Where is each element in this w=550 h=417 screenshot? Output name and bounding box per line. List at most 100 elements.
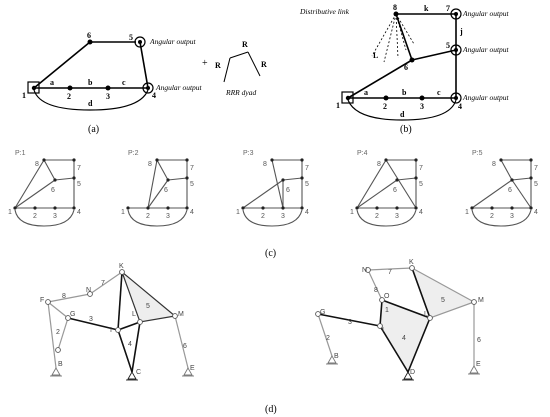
node-5 xyxy=(138,40,142,44)
node-3 xyxy=(105,85,111,91)
label-1: 1 xyxy=(350,209,354,216)
variant-p4: P:4 1 2 3 4 5 6 xyxy=(350,150,423,227)
label-4: 4 xyxy=(534,209,538,216)
link-3 xyxy=(317,313,381,327)
label-7: 7 xyxy=(534,165,538,172)
label-4: 4 xyxy=(77,209,81,216)
node-1 xyxy=(345,95,351,101)
variant-title: P:5 xyxy=(472,150,483,157)
label-link-4: 4 xyxy=(402,335,406,342)
label-8: 8 xyxy=(263,161,267,168)
link-K-L xyxy=(411,267,431,319)
label-1: 1 xyxy=(121,209,125,216)
label-L: L xyxy=(424,311,428,318)
label-2: 2 xyxy=(33,213,37,220)
label-7: 7 xyxy=(419,165,423,172)
label-6: 6 xyxy=(508,187,512,194)
link-6-5 xyxy=(411,49,457,61)
label-D: D xyxy=(410,369,415,376)
label-G: G xyxy=(70,311,75,318)
link-8 xyxy=(367,269,383,301)
dyad-r-top: R xyxy=(242,40,248,49)
label-link-1: 1 xyxy=(385,307,389,314)
label-3: 3 xyxy=(166,213,170,220)
dyad-left-link xyxy=(223,57,231,83)
caption-c: (c) xyxy=(265,248,276,259)
label-4: 4 xyxy=(190,209,194,216)
label-6: 6 xyxy=(164,187,168,194)
node-5-output-ring xyxy=(450,44,462,56)
label-8: 8 xyxy=(377,161,381,168)
label-5: 5 xyxy=(305,181,309,188)
link-7 xyxy=(367,267,413,271)
label-link-b: b xyxy=(402,88,407,97)
label-link-c: c xyxy=(437,88,441,97)
label-E: E xyxy=(190,365,195,372)
label-2: 2 xyxy=(261,213,265,220)
label-link-4: 4 xyxy=(128,341,132,348)
distributive-fan xyxy=(371,13,415,63)
link-7 xyxy=(89,271,123,295)
node-6 xyxy=(87,39,93,45)
label-link-a: a xyxy=(364,88,368,97)
label-8: 8 xyxy=(393,3,397,12)
panel-a: 1 2 3 4 5 6 a b c d Angular output Angul… xyxy=(22,31,267,135)
panel-d-right: N K O M G L I B D E 7 8 5 3 2 4 6 1 xyxy=(315,259,484,381)
label-1: 1 xyxy=(465,209,469,216)
label-O: O xyxy=(384,293,390,300)
dyad-r-left: R xyxy=(215,61,221,70)
variant-title: P:2 xyxy=(128,150,139,157)
label-L: L xyxy=(132,311,136,318)
angular-output-upper: Angular output xyxy=(149,37,197,46)
label-link-b: b xyxy=(88,78,93,87)
label-link-3: 3 xyxy=(89,316,93,323)
dyad-r-right: R xyxy=(261,60,267,69)
caption-d: (d) xyxy=(265,404,277,415)
node-1 xyxy=(31,85,37,91)
label-link-8: 8 xyxy=(62,293,66,300)
link-2 xyxy=(317,313,333,357)
label-3: 3 xyxy=(420,102,424,111)
label-C: C xyxy=(136,369,141,376)
label-7: 7 xyxy=(305,165,309,172)
link-F-G xyxy=(47,301,69,319)
link-1-6 xyxy=(33,41,91,89)
link-K-I xyxy=(117,271,123,331)
label-link-2: 2 xyxy=(56,329,60,336)
label-N: N xyxy=(362,267,367,274)
label-link-7: 7 xyxy=(101,280,105,287)
label-4: 4 xyxy=(305,209,309,216)
node-7-output-ring xyxy=(450,8,462,20)
label-link-d: d xyxy=(400,110,405,119)
label-4: 4 xyxy=(152,91,156,100)
label-K: K xyxy=(409,259,414,266)
node-2 xyxy=(67,85,73,91)
label-4: 4 xyxy=(458,102,462,111)
variant-p1: P:1 1 2 3 4 5 6 xyxy=(8,150,81,227)
link-3 xyxy=(67,317,119,331)
label-3: 3 xyxy=(395,213,399,220)
angular-output-bottom: Angular output xyxy=(462,93,510,102)
variant-title: P:3 xyxy=(243,150,254,157)
label-5: 5 xyxy=(446,41,450,50)
link-d-arc xyxy=(347,99,457,121)
label-link-6: 6 xyxy=(183,343,187,350)
label-5: 5 xyxy=(534,181,538,188)
link-8 xyxy=(47,293,91,303)
ground-frame xyxy=(27,81,40,94)
label-7: 7 xyxy=(190,165,194,172)
label-5: 5 xyxy=(77,181,81,188)
panel-d-left: K F N G L M I B C E 8 7 5 2 3 4 6 xyxy=(40,263,195,381)
link-4a xyxy=(117,329,133,373)
label-B: B xyxy=(58,361,63,368)
label-3: 3 xyxy=(53,213,57,220)
node-2 xyxy=(383,95,389,101)
label-6: 6 xyxy=(87,31,91,40)
variant-title: P:1 xyxy=(15,150,26,157)
angular-output-mid: Angular output xyxy=(462,45,510,54)
label-1: 1 xyxy=(236,209,240,216)
label-5: 5 xyxy=(419,181,423,188)
label-link-5: 5 xyxy=(441,297,445,304)
caption-a: (a) xyxy=(88,124,99,135)
